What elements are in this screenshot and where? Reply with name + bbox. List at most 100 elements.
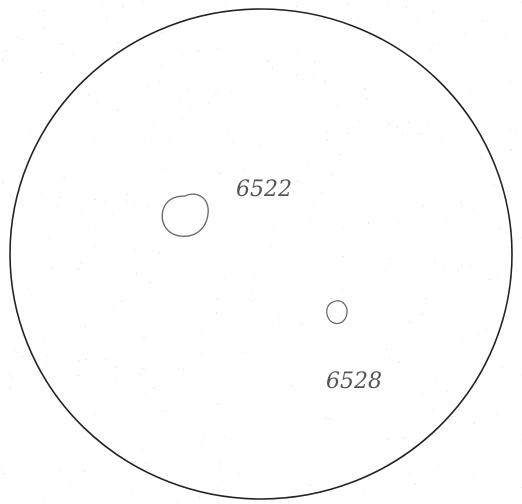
speckle-dot <box>100 28 101 29</box>
speckle-dot <box>18 37 20 39</box>
speckle-dot <box>243 170 244 171</box>
speckle-dot <box>493 184 494 185</box>
speckle-dot <box>386 126 387 127</box>
speckle-dot <box>475 174 476 175</box>
speckle-dot <box>273 335 274 336</box>
speckle-dot <box>366 98 367 99</box>
speckle-dot <box>515 131 516 132</box>
speckle-dot <box>46 429 47 430</box>
speckle-dot <box>307 179 308 180</box>
speckle-dot <box>66 326 68 328</box>
speckle-dot <box>75 228 76 229</box>
speckle-dot <box>232 22 233 23</box>
speckle-dot <box>149 416 150 417</box>
speckle-dot <box>259 164 260 165</box>
speckle-dot <box>10 449 11 450</box>
speckle-dot <box>175 15 176 16</box>
speckle-dot <box>187 88 189 90</box>
speckle-dot <box>84 326 85 327</box>
speckle-dot <box>10 290 11 291</box>
speckle-dot <box>200 445 201 446</box>
speckle-dot <box>334 122 335 123</box>
speckle-dot <box>396 495 397 496</box>
speckle-dot <box>251 291 252 292</box>
speckle-dot <box>297 22 298 23</box>
speckle-dot <box>126 192 127 193</box>
speckle-dot <box>280 228 281 229</box>
speckle-dot <box>197 50 198 51</box>
speckle-dot <box>253 276 254 277</box>
speckle-dot <box>33 172 34 173</box>
speckle-dot <box>81 346 82 347</box>
speckle-dot <box>127 445 128 446</box>
speckle-dot <box>483 126 484 127</box>
speckle-dot <box>405 6 407 8</box>
speckle-dot <box>460 201 461 202</box>
speckle-dot <box>287 277 288 278</box>
speckle-dot <box>60 471 61 472</box>
speckle-dot <box>294 168 295 169</box>
speckle-dot <box>514 129 515 130</box>
speckle-dot <box>364 82 365 83</box>
speckle-dot <box>334 93 335 94</box>
speckle-dot <box>470 17 471 18</box>
speckle-dot <box>399 361 401 363</box>
speckle-dot <box>206 463 207 464</box>
speckle-dot <box>6 363 7 364</box>
speckle-dot <box>439 464 440 465</box>
speckle-dot <box>87 226 89 228</box>
speckle-dot <box>122 324 123 325</box>
speckle-dot <box>287 208 288 209</box>
speckle-dot <box>64 403 65 404</box>
speckle-dot <box>329 463 330 464</box>
speckle-dot <box>324 82 325 83</box>
speckle-dot <box>103 361 104 362</box>
speckle-dot <box>409 321 410 322</box>
speckle-dot <box>461 265 463 267</box>
speckle-dot <box>469 265 470 266</box>
speckle-dot <box>101 432 102 433</box>
speckle-dot <box>291 385 293 387</box>
speckle-dot <box>357 401 358 402</box>
speckle-dot <box>458 354 459 355</box>
speckle-dot <box>54 481 55 482</box>
speckle-dot <box>71 385 72 386</box>
speckle-dot <box>383 270 384 271</box>
speckle-dot <box>238 365 239 366</box>
speckle-dot <box>357 176 358 177</box>
speckle-dot <box>9 336 10 337</box>
speckle-dot <box>117 42 119 44</box>
speckle-dot <box>167 153 168 154</box>
speckle-dot <box>73 97 74 98</box>
speckle-dot <box>286 110 287 111</box>
speckle-dot <box>383 169 384 170</box>
speckle-dot <box>342 256 343 257</box>
speckle-dot <box>321 224 322 225</box>
speckle-dot <box>142 85 143 86</box>
speckle-dot <box>225 277 226 278</box>
speckle-dot <box>171 116 172 117</box>
speckle-dot <box>43 340 44 341</box>
speckle-dot <box>493 466 494 467</box>
speckle-dot <box>216 261 217 262</box>
speckle-dot <box>427 456 428 457</box>
speckle-dot <box>24 239 25 240</box>
speckle-dot <box>201 424 202 425</box>
speckle-dot <box>343 212 344 213</box>
speckle-dot <box>363 495 364 496</box>
speckle-dot <box>296 5 298 7</box>
speckle-dot <box>180 153 181 154</box>
speckle-dot <box>145 229 146 230</box>
speckle-dot <box>163 6 164 7</box>
speckle-dot <box>81 214 82 215</box>
speckle-dot <box>148 207 149 208</box>
speckle-dot <box>287 401 288 402</box>
speckle-dot <box>510 322 511 323</box>
speckle-dot <box>471 8 472 9</box>
speckle-dot <box>313 72 314 73</box>
speckle-dot <box>247 73 248 74</box>
speckle-dot <box>347 2 348 3</box>
speckle-dot <box>74 399 75 400</box>
speckle-dot <box>78 375 79 376</box>
speckle-dot <box>40 72 41 73</box>
